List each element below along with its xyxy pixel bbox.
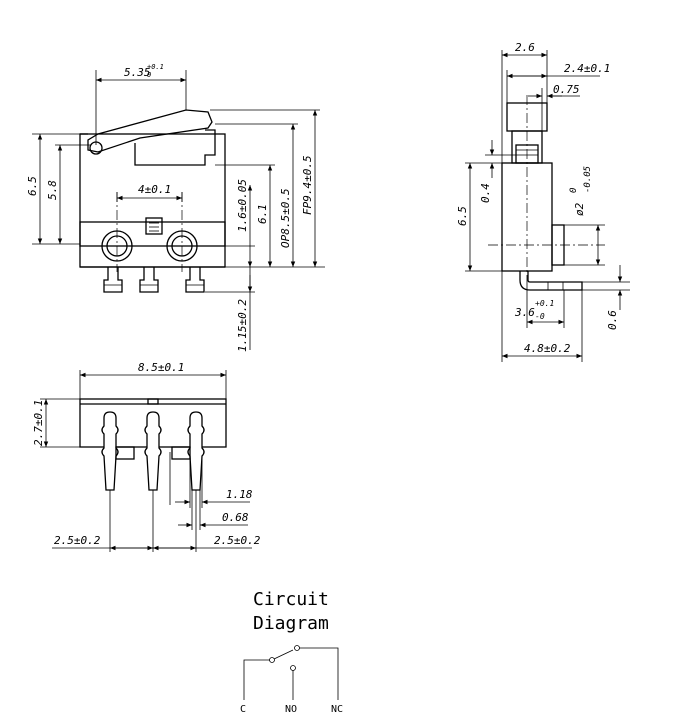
circuit-common-wire bbox=[243, 659, 270, 700]
side-terminals bbox=[103, 267, 205, 293]
dim-free-position: FP9.4±0.5 bbox=[301, 155, 314, 215]
dim-pin-width-wide: 1.18 bbox=[226, 488, 253, 501]
dim-height-body: 5.8 bbox=[46, 180, 59, 200]
circuit-terminal-c: C bbox=[240, 704, 246, 715]
dim-pitch-right: 2.5±0.2 bbox=[214, 534, 261, 547]
dim-overall-depth: 4.8±0.2 bbox=[524, 342, 571, 355]
circuit-no-node bbox=[290, 665, 296, 671]
dim-actuator-tol-lower: 0 bbox=[147, 71, 151, 79]
bottom-terminals bbox=[101, 411, 205, 491]
dim-bottom-width: 8.5±0.1 bbox=[138, 361, 184, 374]
dim-width-lever: 2.4±0.1 bbox=[564, 62, 610, 75]
bottom-view: 8.5±0.1 2.7±0.1 1.18 0.68 2.5±0.2 2.5±0.… bbox=[32, 361, 261, 552]
dim-pin-length: 1.15±0.2 bbox=[236, 299, 249, 352]
dim-hole-tol-upper: 0 bbox=[569, 188, 579, 193]
dim-hole-tol-lower: -0.05 bbox=[583, 166, 593, 193]
circuit-switch-blade bbox=[273, 649, 294, 660]
end-terminal-foot bbox=[519, 271, 583, 291]
dim-pin-width-narrow: 0.68 bbox=[222, 511, 249, 524]
dim-pin-thickness: 0.6 bbox=[606, 310, 619, 330]
dim-hole-diameter: ø2 bbox=[573, 202, 586, 216]
dim-actuator-tol-upper: +0.1 bbox=[147, 63, 164, 71]
dim-pitch-left: 2.5±0.2 bbox=[54, 534, 101, 547]
dim-op-position: OP8.5±0.5 bbox=[279, 188, 292, 248]
circuit-terminal-no: NO bbox=[285, 704, 297, 715]
dim-foot-tol-lower: -0 bbox=[535, 312, 545, 321]
dim-gap: 0.4 bbox=[479, 183, 492, 203]
circuit-title-line2: Diagram bbox=[253, 613, 329, 634]
side-view: 5.35 +0.1 0 6.5 5.8 4±0.1 1.6±0.05 6.1 O… bbox=[26, 63, 325, 352]
dim-foot-tol-upper: +0.1 bbox=[535, 299, 554, 308]
circuit-title-line1: Circuit bbox=[253, 589, 329, 610]
dim-hole-height: 1.6±0.05 bbox=[236, 179, 249, 232]
dim-width-top: 2.6 bbox=[515, 41, 535, 54]
circuit-common-node bbox=[269, 657, 275, 663]
dim-lever-offset: 0.75 bbox=[553, 83, 580, 96]
dim-body-height: 6.1 bbox=[256, 204, 269, 224]
circuit-nc-wire bbox=[299, 647, 339, 700]
circuit-nc-node bbox=[294, 645, 300, 651]
plunger bbox=[134, 129, 216, 166]
circuit-terminal-nc: NC bbox=[331, 704, 343, 715]
end-view: 2.6 2.4±0.1 0.75 6.5 0.4 ø2 0 -0.05 bbox=[456, 41, 630, 362]
dim-bottom-depth: 2.7±0.1 bbox=[32, 400, 45, 446]
dim-height-total: 6.5 bbox=[26, 176, 39, 196]
actuator-lever bbox=[87, 109, 213, 153]
dim-foot-length: 3.6 bbox=[514, 306, 535, 319]
dim-end-height: 6.5 bbox=[456, 206, 469, 226]
dim-hole-pitch: 4±0.1 bbox=[138, 183, 171, 196]
circuit-diagram: Circuit Diagram C NO NC bbox=[240, 589, 343, 715]
dim-actuator-position: 5.35 bbox=[124, 66, 151, 79]
center-window bbox=[145, 217, 163, 235]
